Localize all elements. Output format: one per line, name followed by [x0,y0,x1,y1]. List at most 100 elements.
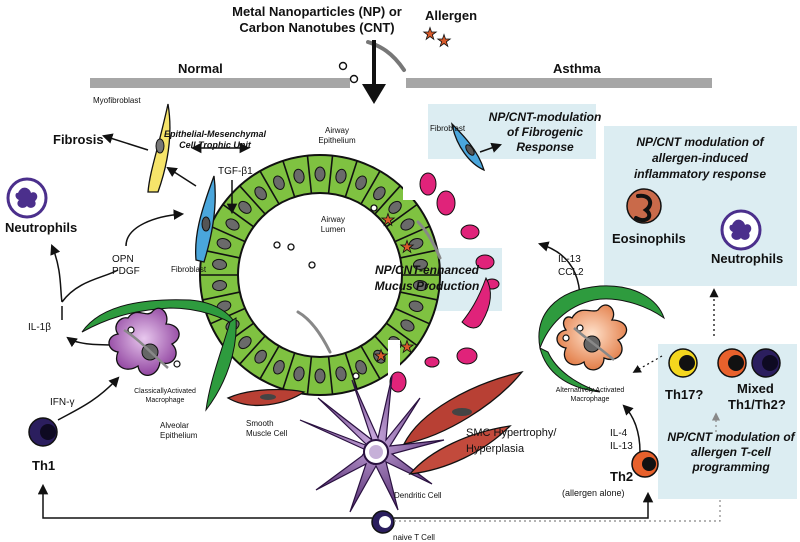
epithelial-nucleus [254,349,267,364]
epithelial-nuclei [212,166,428,384]
main-exposure-arrowhead [362,84,386,104]
nanoparticle-icon [576,324,584,332]
allergen-star-icon [436,33,452,48]
smc-hypertrophy-label: SMC Hypertrophy/ [466,427,557,439]
myofibroblast-nucleus [155,138,165,154]
th17-cell-icon [668,348,698,378]
airway-gap-top [403,140,415,200]
th17-to-macrophage-dotted [632,355,663,373]
epithelial-cell-wall [344,160,358,198]
classical-macrophage-cell [108,307,180,376]
airway-lumen [237,192,403,358]
fibrogenic-callout-line1: NP/CNT-modulation [489,110,602,124]
smooth-muscle-label: Smooth [246,419,274,428]
epithelial-nucleus [293,366,305,382]
epithelial-cell-wall [210,225,246,243]
epithelial-nucleus [388,200,402,214]
epithelial-cell-wall [282,352,296,390]
fibroblast-nucleus [465,144,475,156]
normal-label: Normal [178,61,223,76]
il1b-label: IL-1β [28,322,51,333]
il4-label: IL-4 [610,428,628,439]
epithelial-nucleus [400,319,415,332]
neutrophil-icon-right [720,209,762,251]
tcell-callout-line1: NP/CNT modulation of [667,430,795,444]
naive-to-th1-arrow [37,483,372,519]
goblet-cell [424,356,440,368]
nanotube-icon [573,327,615,361]
epithelial-cell-wall [259,345,280,380]
dendritic-cell-icon [299,375,445,513]
eosinophils-label: Eosinophils [612,231,686,246]
epithelial-nucleus [373,186,386,201]
fibroblast-right-label: Fibroblast [430,124,466,133]
hypertrophic-smooth-muscle-cell [402,370,524,445]
epithelial-nucleus [216,238,232,250]
epithelial-cell-wall [306,356,313,395]
nanoparticle-icon [287,243,295,251]
th2-note: (allergen alone) [562,488,625,498]
alveolar-epithelium-right [538,285,665,350]
pdgf-label: PDGF [112,266,140,277]
exposure-title-line1: Metal Nanoparticles (NP) or [232,4,402,19]
mucus-callout-line2: Mucus Production [375,279,480,293]
goblet-cell [475,254,495,270]
alveolar-epithelium-label-2: Epithelium [160,431,198,440]
alveolar-epithelium-right [539,347,601,393]
neutrophil-icon [6,177,48,219]
epithelial-cell-wall [239,185,266,215]
goblet-cell [460,224,480,240]
naive-to-th2-arrow [394,491,654,519]
alveolar-epithelium-label: Alveolar [160,421,189,430]
epithelial-nucleus [212,280,228,292]
epithelial-cell-wall [306,155,313,194]
hypertrophic-smooth-muscle-cell [408,425,512,475]
smc-nucleus [452,408,472,416]
nanoparticle-icon [562,334,570,342]
th1-label: Th1 [32,458,55,473]
epithelial-nucleus [273,175,285,190]
emtu-label: Epithelial-Mesenchymal [164,129,267,139]
airway-epithelium-label: Airway [325,126,349,135]
allergen-star-icon [373,348,389,363]
tgf-beta-label: TGF-β1 [218,166,253,177]
nanotube-icon [366,40,406,72]
epithelial-cell-wall [282,160,296,198]
naive-t-cell-label: naive T Cell [393,533,435,542]
neutrophils-right-label: Neutrophils [711,251,783,266]
epithelial-nucleus [238,200,252,214]
smc-hypertrophy-label-2: Hyperplasia [466,443,525,455]
nanoparticle-icon [370,204,378,212]
inflammation-callout-line1: NP/CNT modulation of [636,135,764,149]
asthma-bar [406,78,712,88]
alveolar-epithelium [205,317,237,412]
th2-cell-icon [631,450,659,478]
myofibroblast-label: Myofibroblast [93,96,141,105]
neutrophil-arrow [50,244,63,303]
nanoparticle-icon [338,61,348,71]
goblet-cell [436,190,456,216]
ifn-gamma-arrow [57,376,120,421]
opn-label: OPN [112,254,134,265]
epithelial-nucleus [314,368,326,384]
th17-label: Th17? [665,387,703,402]
eosinophil-icon [626,188,662,224]
nanotube-icon [296,310,332,354]
allergen-label: Allergen [425,8,477,23]
epithelial-cell-wall [259,170,280,205]
smooth-muscle-label-2: Muscle Cell [246,429,288,438]
epithelial-cell-wall [327,155,334,194]
airway-lumen-label-2: Lumen [321,225,345,234]
airway [199,140,500,400]
naive-t-cell-icon [371,510,395,534]
allergen-star-icon [380,212,396,227]
naive-to-modulated-dotted [394,500,721,522]
epithelial-nucleus [273,360,285,375]
airway-epithelium-label-2: Epithelium [318,136,356,145]
classical-macrophage-label: ClassicallyActivated [134,388,196,395]
opn-arrow [61,269,119,303]
normal-bar [90,78,350,88]
exposure-title-line2: Carbon Nanotubes (CNT) [239,20,394,35]
epithelial-cell-wall [202,291,240,301]
